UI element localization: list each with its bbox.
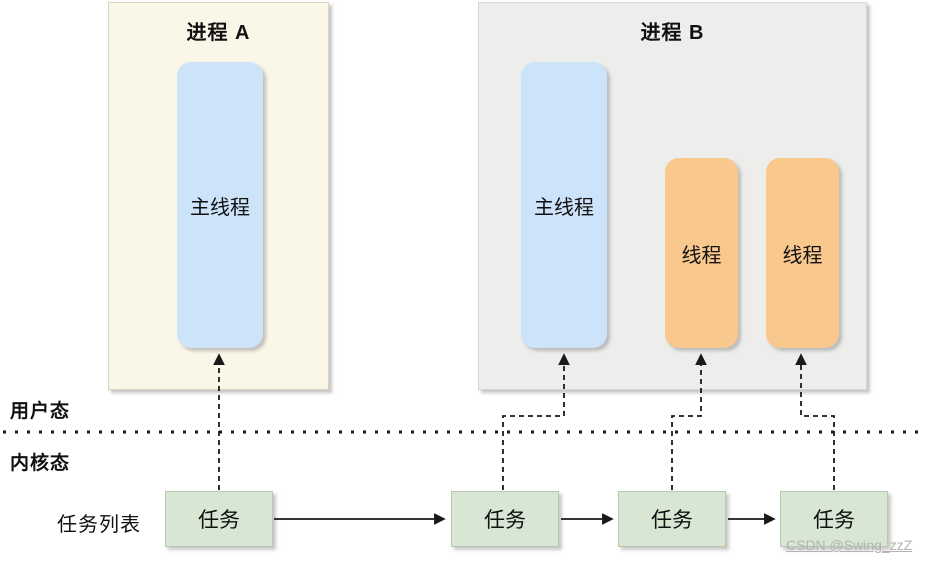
process-a-main-thread-label: 主线程 <box>190 196 250 219</box>
task-box-2: 任务 <box>451 491 559 547</box>
task-4-label: 任务 <box>813 509 855 532</box>
task-list-label: 任务列表 <box>57 514 141 536</box>
kernel-mode-label: 内核态 <box>10 453 71 474</box>
process-b-main-thread-label: 主线程 <box>534 196 594 219</box>
watermark-text: CSDN @Swing_zzZ <box>786 537 913 553</box>
task-2-label: 任务 <box>484 509 526 532</box>
task-box-3: 任务 <box>618 491 726 547</box>
user-mode-label: 用户态 <box>10 401 71 422</box>
process-b-title: 进程 B <box>640 22 705 44</box>
process-b-main-thread-box: 主线程 <box>521 62 607 348</box>
process-b-thread-2-box: 线程 <box>766 158 839 348</box>
task-box-1: 任务 <box>165 491 273 547</box>
process-a-title: 进程 A <box>186 22 251 44</box>
process-b-thread-1-box: 线程 <box>665 158 738 348</box>
process-b-thread-1-label: 线程 <box>681 244 722 267</box>
process-b-thread-2-label: 线程 <box>782 244 823 267</box>
task-1-label: 任务 <box>198 509 240 532</box>
process-a-main-thread-box: 主线程 <box>177 62 263 348</box>
task-3-label: 任务 <box>651 509 693 532</box>
task-box-4: 任务 <box>780 491 888 547</box>
